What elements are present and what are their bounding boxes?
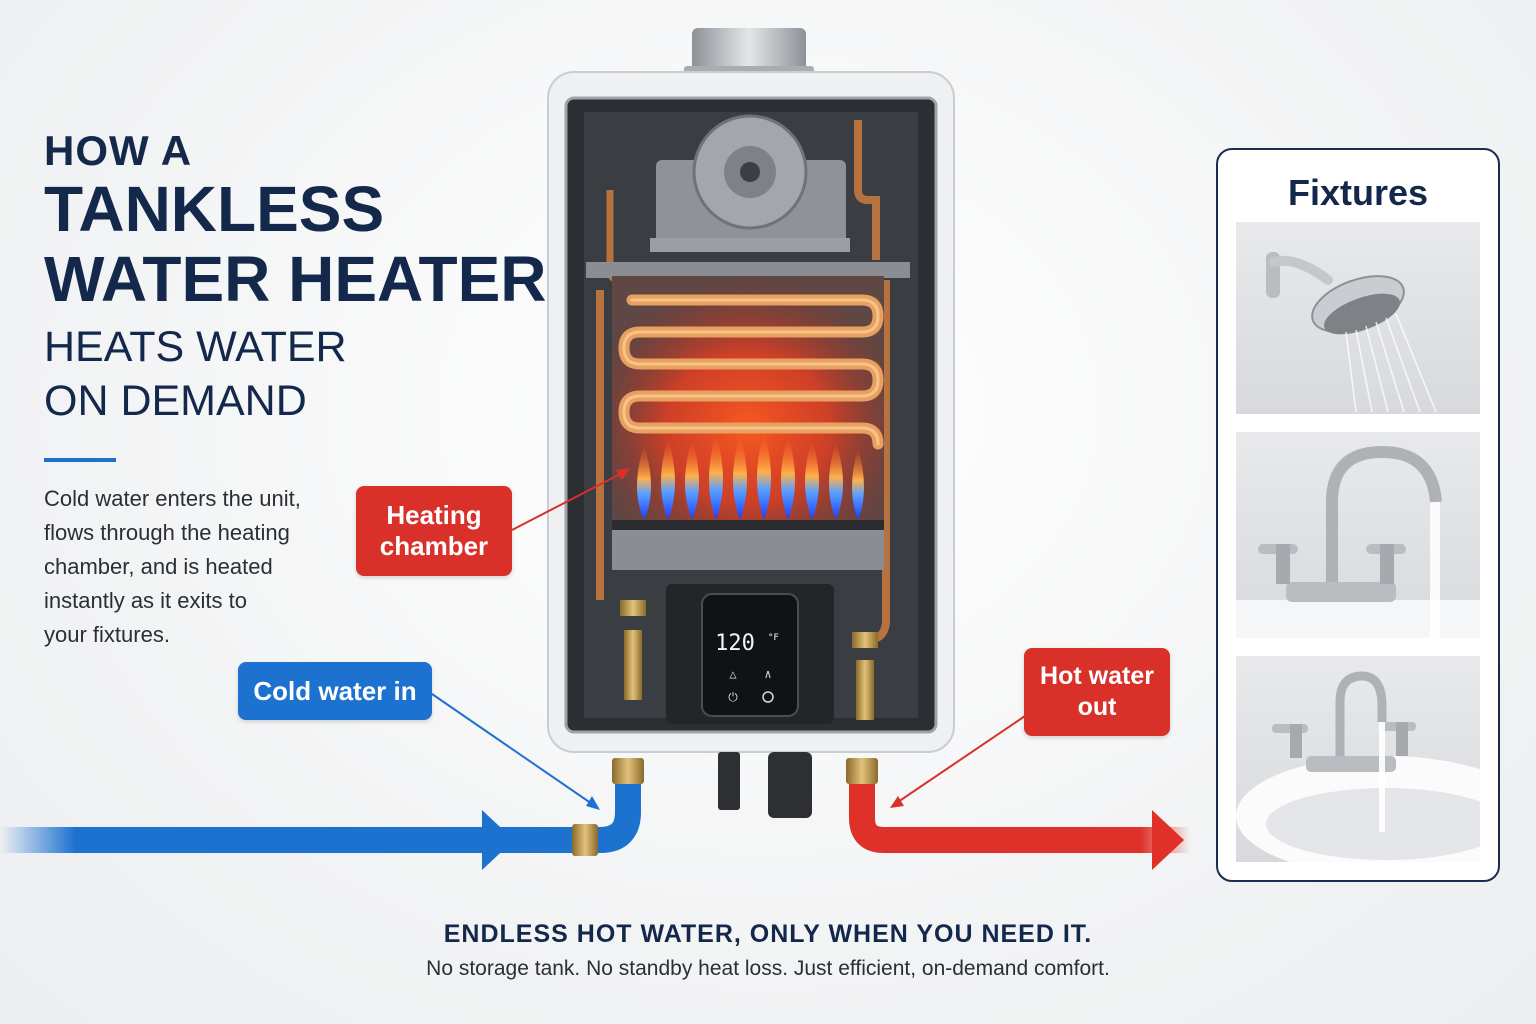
heading-line-2: TANKLESS [44,173,385,245]
description-line: Cold water enters the unit, [44,486,301,511]
chevron-up-icon: ∧ [764,667,771,681]
heading-line-4: HEATS WATER [44,323,347,371]
description-line: flows through the heating [44,520,290,545]
sink-faucet-icon [1236,671,1480,862]
heat-glow [612,276,884,528]
temperature-readout: 120 [715,631,755,656]
hot-water-out-label: Hot water out [1024,648,1170,736]
description-text: Cold water enters the unit, flows throug… [44,482,334,652]
power-icon: ⏻ [728,690,738,704]
bathroom-faucet-icon [1236,445,1480,638]
cold-water-in-label: Cold water in [238,662,432,720]
footer-subline: No storage tank. No standby heat loss. J… [426,957,1110,980]
heading-line-1: HOW A [44,127,193,174]
sink-tile [1236,656,1480,862]
exhaust-vent [692,28,806,74]
heating-pointer [511,469,629,531]
hot-pointer [891,713,1029,807]
mode-button-icon [762,691,774,703]
shower-head-icon [1266,252,1437,413]
heating-chamber-label: Heating chamber [356,486,512,576]
cold-pointer [431,693,599,809]
heating-label-line-2: chamber [379,531,489,561]
faucet-tile [1236,432,1480,638]
heading-divider [44,458,116,462]
cold-water-pipe [0,784,641,853]
description-line: instantly as it exits to [44,588,247,613]
flame-icon: △ [729,667,737,681]
fixtures-title: Fixtures [1287,172,1429,213]
shower-tile [1236,222,1480,414]
cold-flow-arrow [482,810,514,870]
description-line: your fixtures. [44,622,170,647]
hot-flow-arrow [1152,810,1184,870]
hot-label-line-1: Hot water [1040,662,1154,690]
heading-line-5: ON DEMAND [44,377,307,425]
hot-water-pipe [849,784,1190,853]
main-heading: HOW A TANKLESS WATER HEATER HEATS WATER … [44,128,547,428]
heading-line-3: WATER HEATER [44,243,547,315]
burner-flames [637,432,864,520]
cold-label-text: Cold water in [253,675,417,706]
heating-label-line-1: Heating [386,500,482,530]
temperature-unit: °F [768,633,779,643]
control-display [701,593,799,717]
hot-label-line-2: out [1077,693,1117,721]
fixtures-panel: Fixtures [1216,148,1500,882]
description-line: chamber, and is heated [44,554,273,579]
footer-tagline: ENDLESS HOT WATER, ONLY WHEN YOU NEED IT… [443,920,1093,948]
